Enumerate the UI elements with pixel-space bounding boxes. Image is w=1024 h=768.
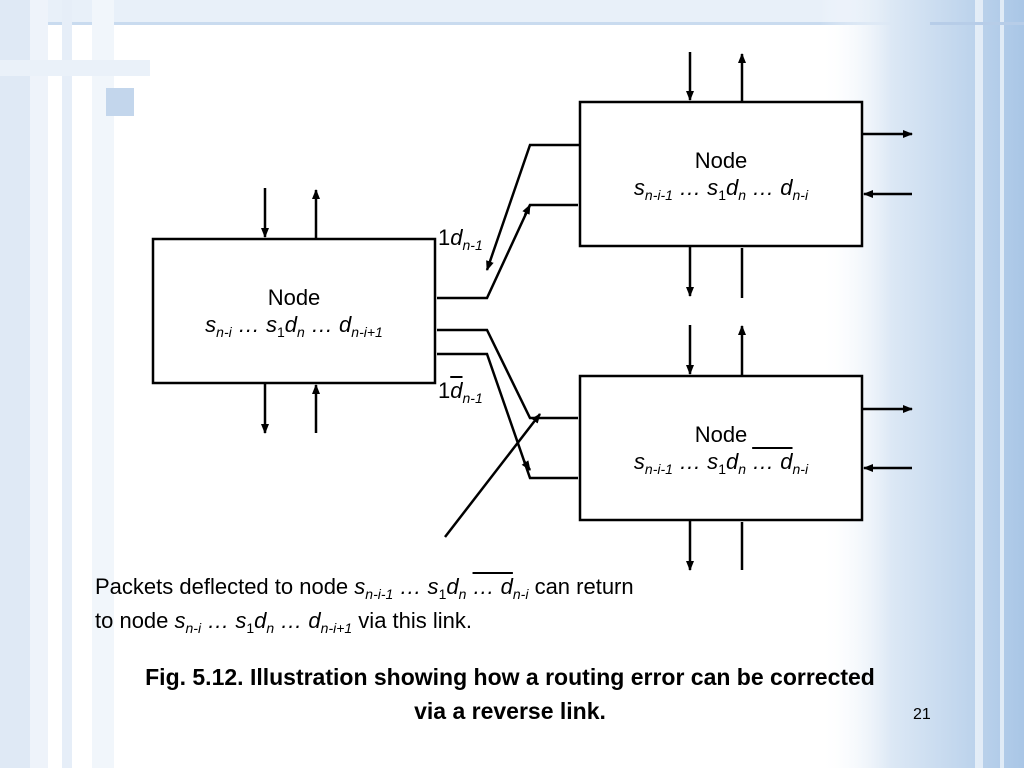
upper-link-from-left-node [437,203,578,300]
bottom-right-node-text: Node sn-i-1 … s1dn … dn-i [580,421,862,477]
left-node-label: sn-i … s1dn … dn-i+1 [205,312,383,340]
top-right-node-title: Node [694,148,748,173]
bottom-right-node-label: sn-i-1 … s1dn … dn-i [633,449,809,477]
lower-link-from-left-node [437,328,578,420]
top-right-node-box [578,100,864,248]
upper-link-arrowhead [522,204,532,216]
bottom-right-node-box [578,374,864,522]
upper-link-to-left-node [485,143,580,271]
caption-line-2: to node sn-i … s1dn … dn-i+1 via this li… [95,608,473,636]
left-node-box [151,237,437,385]
left-node-title: Node [267,285,321,310]
slide-number: 21 [913,706,931,723]
bottom-right-node-title: Node [694,422,748,447]
lower-link-to-left-node [437,352,578,480]
figure-caption: Fig. 5.12. Illustration showing how a ro… [145,664,875,724]
caption-line-1: Packets deflected to node sn-i-1 … s1dn … [95,574,634,602]
left-node-text: Node sn-i … s1dn … dn-i+1 [153,284,435,340]
top-right-node-label: sn-i-1 … s1dn … dn-i [633,175,809,203]
reverse-link-caption: Packets deflected to node sn-i-1 … s1dn … [95,570,755,638]
reverse-link-arrow [444,413,541,538]
lower-link-arrowhead [521,460,532,471]
upper-link-label: 1dn-1 [438,225,483,253]
top-right-node-text: Node sn-i-1 … s1dn … dn-i [580,147,862,203]
lower-link-label: 1dn-1 [438,378,483,406]
